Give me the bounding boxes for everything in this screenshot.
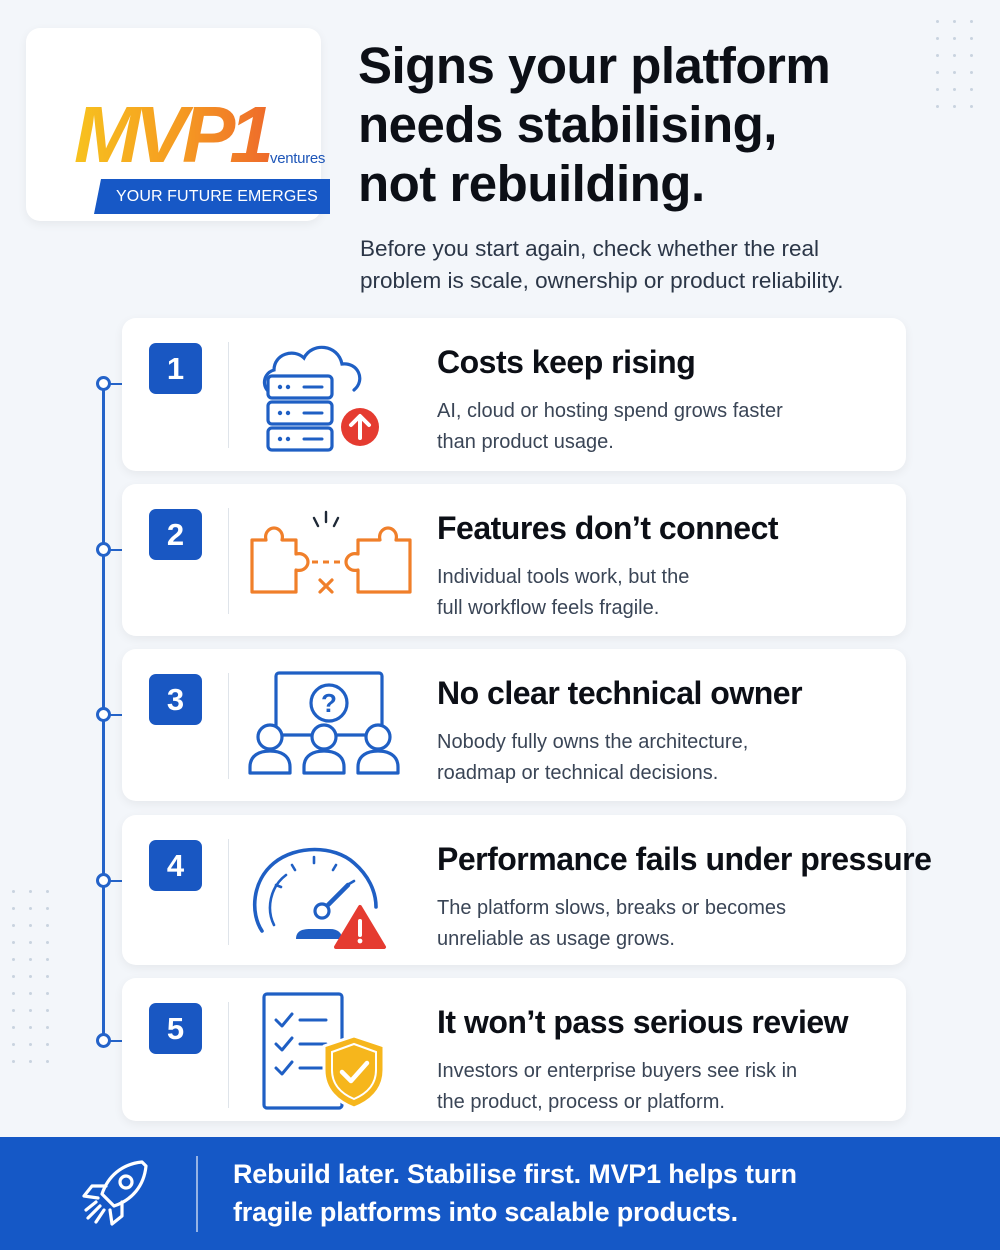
speedometer-warning-icon [252,847,386,949]
title-line-3: not rebuilding. [358,155,705,212]
item-description-line: AI, cloud or hosting spend grows faster [437,400,783,422]
title-line-2: needs stabilising, [358,96,777,153]
timeline-connector [110,714,124,716]
timeline-connector [110,383,124,385]
item-description: AI, cloud or hosting spend grows faster … [437,396,857,458]
item-description-line: full workflow feels fragile. [437,597,660,619]
card-divider [228,1002,229,1108]
timeline-node [96,873,111,888]
card-divider [228,673,229,779]
title-line-1: Signs your platform [358,37,831,94]
subtitle: Before you start again, check whether th… [360,233,920,297]
item-description-line: Nobody fully owns the architecture, [437,731,749,753]
logo-ventures: ventures [270,150,326,167]
footer-line-1: Rebuild later. Stabilise first. MVP1 hel… [233,1159,797,1189]
timeline-connector [110,1040,124,1042]
rocket-icon [82,1160,148,1226]
footer-message: Rebuild later. Stabilise first. MVP1 hel… [233,1155,953,1231]
subtitle-line-2: problem is scale, ownership or product r… [360,268,844,293]
card-divider [228,839,229,945]
item-description-line: roadmap or technical decisions. [437,762,719,784]
item-title: Features don’t connect [437,510,779,546]
item-title: Costs keep rising [437,344,696,380]
item-description-line: the product, process or platform. [437,1091,725,1113]
item-description-line: than product usage. [437,431,614,453]
item-title: Performance fails under pressure [437,841,932,877]
decorative-dots-left [12,890,49,1063]
item-description: Nobody fully owns the architecture, road… [437,727,857,789]
item-number: 1 [149,343,202,394]
item-description-line: unreliable as usage grows. [437,928,675,950]
timeline-connector [110,549,124,551]
card-divider [228,508,229,614]
item-title: No clear technical owner [437,675,803,711]
timeline-node [96,707,111,722]
item-description-line: Individual tools work, but the [437,566,690,588]
sign-card-3: 3 ? No clear technical owner Nobody full… [122,649,906,801]
team-question-icon: ? [248,671,400,775]
sign-card-2: 2 Features don’t connect Individual tool… [122,484,906,636]
item-description: Investors or enterprise buyers see risk … [437,1056,857,1118]
item-title: It won’t pass serious review [437,1004,849,1040]
sign-card-4: 4 Performance fails under pressure The p… [122,815,932,965]
logo-card: MVP1 ventures YOUR FUTURE EMERGES [26,28,330,221]
broken-puzzle-icon [250,510,412,594]
decorative-dots-top-right [936,20,973,108]
timeline-node [96,542,111,557]
footer-line-2: fragile platforms into scalable products… [233,1197,738,1227]
logo-wordmark: MVP1 [74,90,270,171]
sign-card-5: 5 It won’t pass serious review Investors… [122,978,906,1121]
sign-card-1: 1 Costs keep rising AI, cloud or hosting… [122,318,906,471]
item-description: Individual tools work, but the full work… [437,562,857,624]
timeline-connector [110,880,124,882]
footer-divider [196,1156,198,1232]
item-description-line: Investors or enterprise buyers see risk … [437,1060,798,1082]
item-description: The platform slows, breaks or becomes un… [437,893,857,955]
cloud-server-arrow-up-icon [262,345,379,452]
item-number: 3 [149,674,202,725]
page-title: Signs your platform needs stabilising, n… [358,36,958,213]
checklist-shield-icon [262,992,386,1110]
logo-tagline: YOUR FUTURE EMERGES [94,179,330,214]
timeline-node [96,1033,111,1048]
subtitle-line-1: Before you start again, check whether th… [360,236,820,261]
svg-text:?: ? [321,688,337,718]
item-number: 4 [149,840,202,891]
item-description-line: The platform slows, breaks or becomes [437,897,787,919]
mvp1-logo: MVP1 [74,90,276,171]
item-number: 2 [149,509,202,560]
item-number: 5 [149,1003,202,1054]
card-divider [228,342,229,448]
footer-banner: Rebuild later. Stabilise first. MVP1 hel… [0,1137,1000,1250]
timeline-node [96,376,111,391]
